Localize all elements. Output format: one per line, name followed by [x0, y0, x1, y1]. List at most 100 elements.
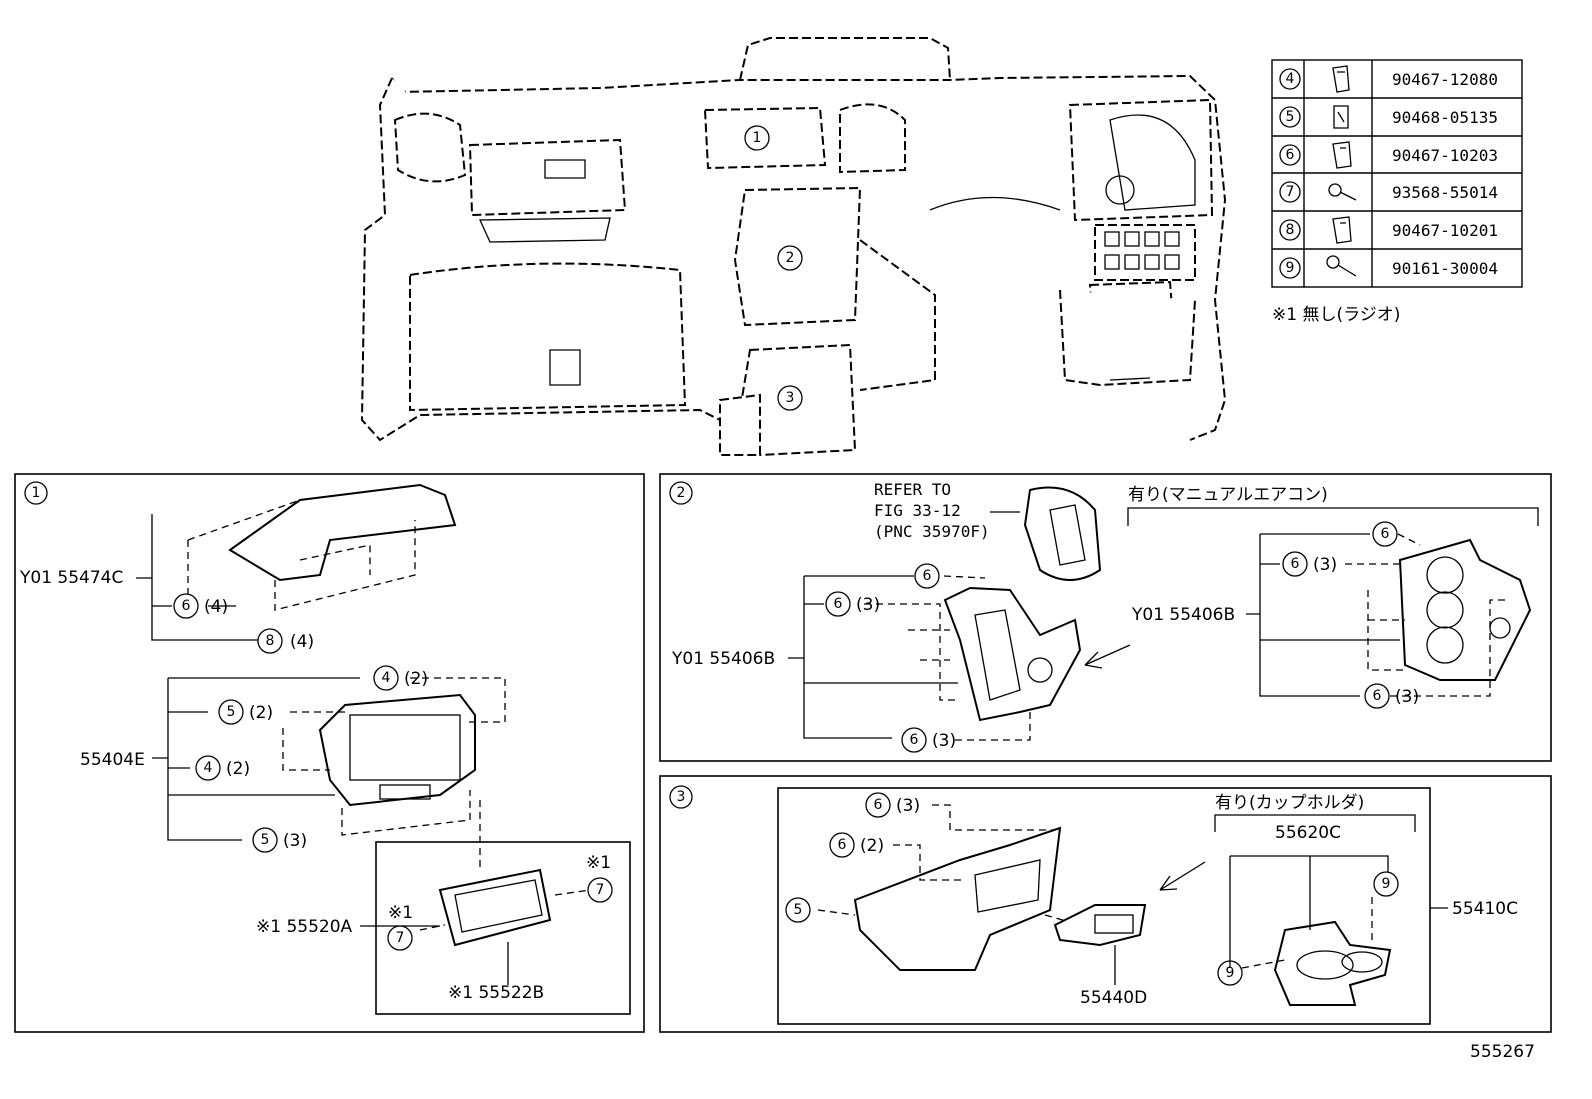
part-55520a-drawing — [438, 868, 552, 947]
callout-5: 5 — [794, 902, 803, 918]
callout-8-qty: (4) — [290, 632, 314, 652]
variant-label-cup-holder: 有り(カップホルダ) — [1215, 793, 1364, 813]
panel-2-number: 2 — [677, 485, 686, 501]
overview-callout-1-label: 1 — [753, 130, 762, 146]
table-row: 6 90467-10203 — [1279, 141, 1498, 169]
part-55620c-label: 55620C — [1275, 823, 1341, 843]
callout-6-b: 6 — [838, 837, 847, 853]
part-number: 90468-05135 — [1392, 108, 1498, 127]
table-row: 7 93568-55014 — [1279, 181, 1498, 203]
callout-5b-qty: (3) — [283, 831, 307, 851]
part-number: 93568-55014 — [1392, 183, 1498, 202]
part-55406b-right-drawing — [1398, 538, 1532, 681]
callout-6-b-qty: (2) — [860, 836, 884, 856]
overview-callout-3 — [777, 385, 803, 411]
callout-6-left-c: 6 — [910, 732, 919, 748]
overview-callout-2 — [777, 245, 803, 271]
ref-circle — [1279, 219, 1301, 241]
part-55404e-label: 55404E — [80, 750, 145, 770]
ref-circle — [1279, 106, 1301, 128]
screw-icon — [1326, 255, 1357, 277]
ref-circle — [1279, 144, 1301, 166]
table-row: 5 90468-05135 — [1279, 105, 1498, 129]
callout-6-right-b: 6 — [1291, 556, 1300, 572]
note-mark-2: ※1 — [388, 903, 413, 923]
table-row: 8 90467-10201 — [1279, 216, 1498, 244]
shift-gate-drawing — [1023, 486, 1102, 581]
ref-number: 4 — [1286, 71, 1295, 87]
callout-4b-qty: (2) — [226, 759, 250, 779]
callout-6-a-qty: (3) — [896, 796, 920, 816]
refer-line-1: REFER TO — [874, 480, 951, 499]
table-row: 9 90161-30004 — [1279, 255, 1498, 279]
callout-5a: 5 — [227, 704, 236, 720]
callout-6: 6 — [182, 598, 191, 614]
clip-icon — [1332, 216, 1352, 244]
overview-callout-2-label: 2 — [786, 250, 795, 266]
screw-icon — [1328, 183, 1357, 201]
part-number: 90467-10203 — [1392, 146, 1498, 165]
overview-callout-3-label: 3 — [786, 390, 795, 406]
ref-circle — [1279, 68, 1301, 90]
callout-9-a: 9 — [1382, 876, 1391, 892]
panel-2: 2 REFER TO FIG 33-12 (PNC 35970F) Y01 55… — [659, 473, 1552, 762]
overview-callout-1 — [744, 125, 770, 151]
panel-3: 3 6 (3) 6 (2) 5 55440D 有り(カップホルダ) 55620C… — [659, 775, 1552, 1033]
panel-1-number: 1 — [32, 485, 41, 501]
callout-6-a: 6 — [874, 797, 883, 813]
arrow-icon — [1159, 861, 1206, 891]
refer-line-3: (PNC 35970F) — [874, 522, 990, 541]
ref-number: 9 — [1286, 260, 1295, 276]
callout-6-qty: (4) — [204, 597, 228, 617]
part-55520a-label: ※1 55520A — [256, 917, 353, 937]
callout-4a-qty: (2) — [404, 669, 428, 689]
ref-circle — [1279, 181, 1301, 203]
arrow-icon — [1084, 644, 1131, 666]
ref-number: 6 — [1286, 147, 1295, 163]
part-55440d-drawing — [1053, 904, 1147, 947]
note-mark-1: ※1 — [586, 853, 611, 873]
callout-9-b: 9 — [1226, 965, 1235, 981]
callout-6-right-b-qty: (3) — [1313, 555, 1337, 575]
part-55440d-label: 55440D — [1080, 988, 1147, 1008]
part-number: 90467-10201 — [1392, 221, 1498, 240]
ref-number: 8 — [1286, 222, 1295, 238]
clip-icon — [1333, 105, 1349, 129]
callout-6-right-c: 6 — [1373, 688, 1382, 704]
variant-label-manual-ac: 有り(マニュアルエアコン) — [1128, 485, 1328, 505]
ref-number: 7 — [1286, 184, 1295, 200]
callout-7b: 7 — [396, 930, 405, 946]
ref-number: 5 — [1286, 109, 1295, 125]
part-55410c-label: 55410C — [1452, 899, 1518, 919]
clip-icon — [1332, 141, 1352, 169]
callout-7a: 7 — [596, 882, 605, 898]
part-number: 90161-30004 — [1392, 259, 1498, 278]
callout-6-right-c-qty: (3) — [1395, 687, 1419, 707]
callout-4a: 4 — [382, 670, 391, 686]
part-55406b-left-label: Y01 55406B — [671, 649, 775, 669]
clip-icon — [1332, 65, 1350, 93]
callout-5a-qty: (2) — [249, 703, 273, 723]
callout-8: 8 — [266, 633, 275, 649]
part-55522b-label: ※1 55522B — [448, 983, 544, 1003]
part-55620c-drawing — [1273, 920, 1392, 1006]
switch-grid — [1094, 224, 1196, 281]
callout-5b: 5 — [261, 832, 270, 848]
callout-6-right-a: 6 — [1381, 526, 1390, 542]
overview-dashboard: 1 2 3 — [360, 37, 1227, 457]
figure-id: 555267 — [1470, 1042, 1535, 1062]
part-55404e-drawing — [318, 693, 476, 807]
ref-circle — [1279, 257, 1301, 279]
callout-6-left-b-qty: (3) — [856, 595, 880, 615]
fastener-table: 4 90467-12080 5 90468-05135 6 90467-1020… — [1271, 59, 1523, 288]
panel-3-number: 3 — [677, 789, 686, 805]
note: ※1 無し(ラジオ) — [1272, 305, 1400, 325]
part-55406b-left-drawing — [943, 586, 1082, 722]
callout-4b: 4 — [204, 760, 213, 776]
callout-6-left-c-qty: (3) — [932, 731, 956, 751]
table-row: 4 90467-12080 — [1279, 65, 1498, 93]
part-55474c-drawing — [228, 483, 457, 582]
part-number: 90467-12080 — [1392, 70, 1498, 89]
panel-1: 1 Y01 55474C 6 (4) 8 (4) 55404E 4 (2) 5 … — [14, 473, 645, 1033]
